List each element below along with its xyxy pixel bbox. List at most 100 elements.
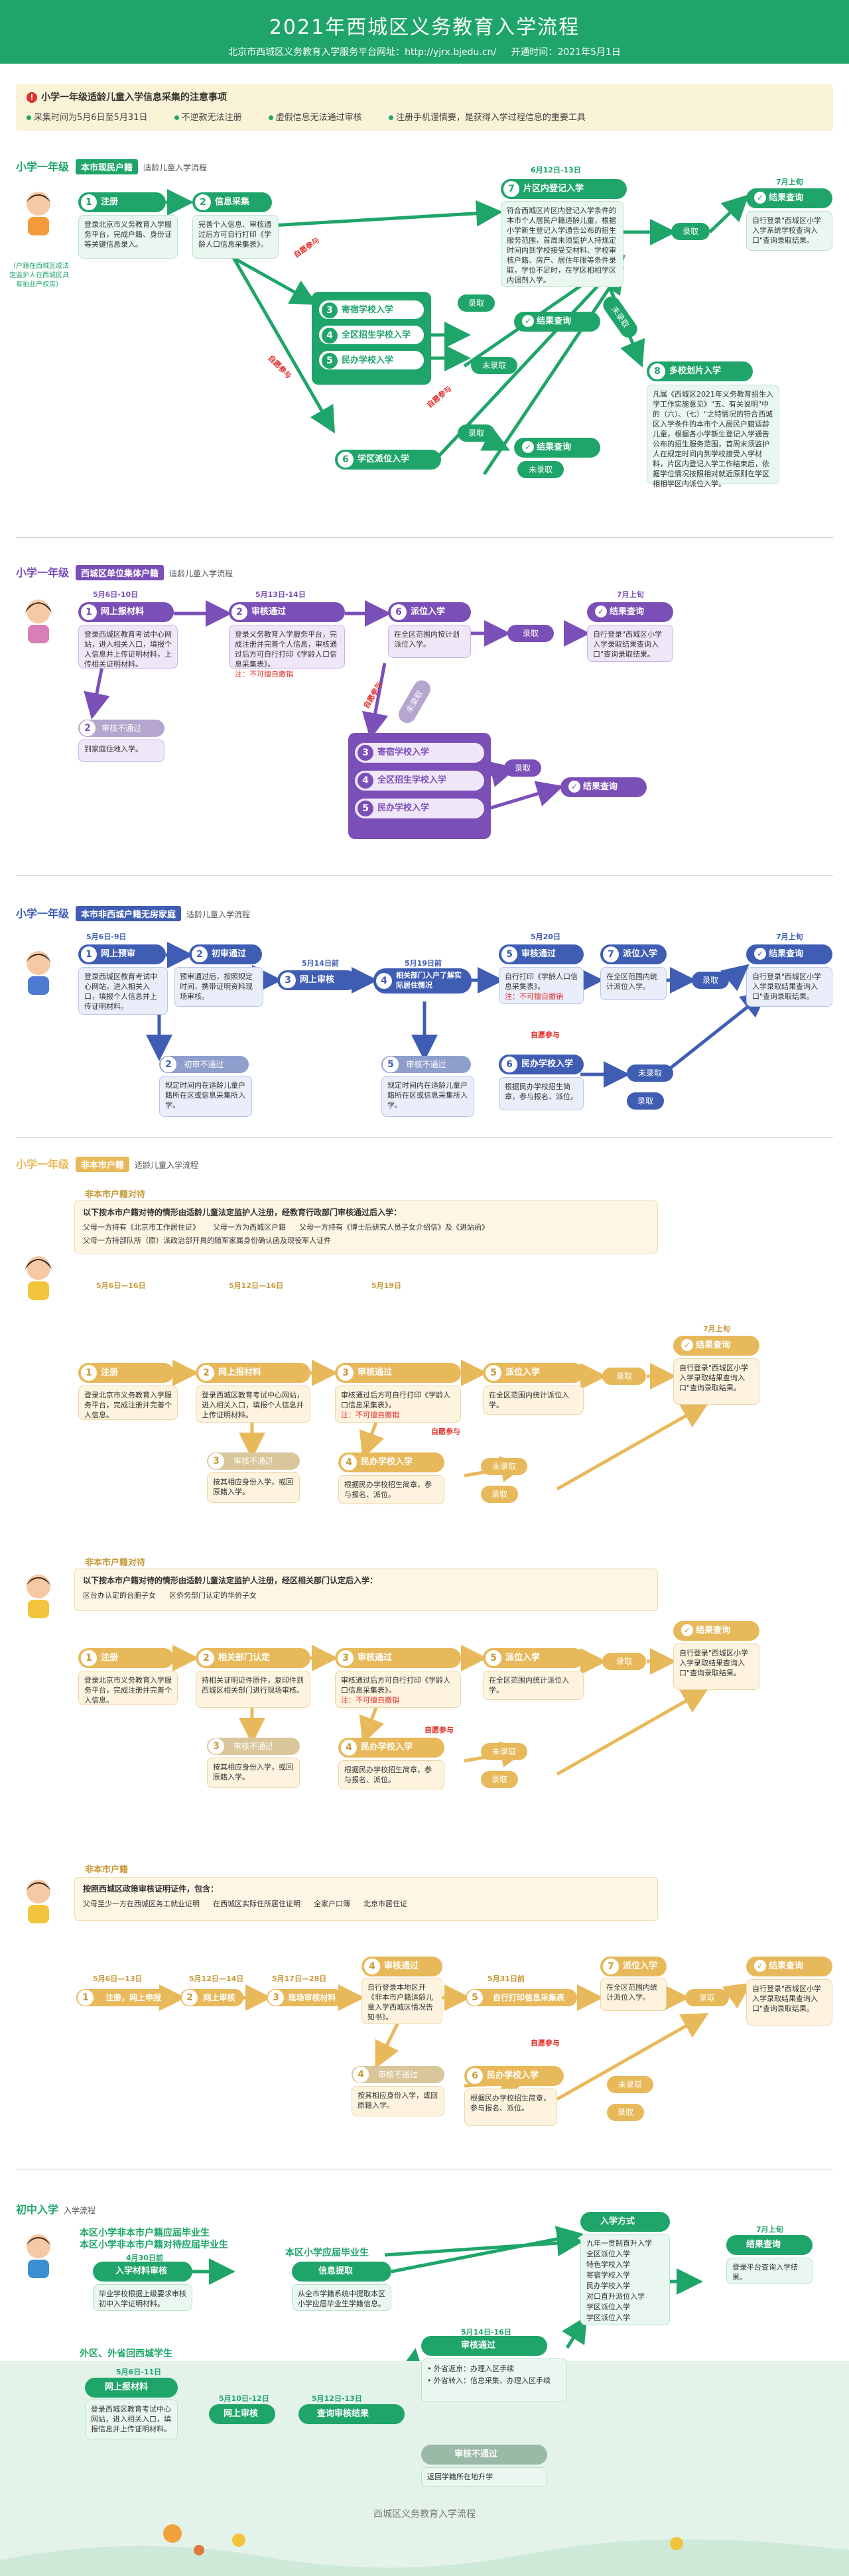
subsection-head: 非本市户籍对待	[85, 1558, 146, 1568]
step-private-desc: 根据民办学校招生简章，参与报名、派位。	[338, 1760, 444, 1789]
step-result-desc: 自行登录"西城区小学入学系统学校查询入口"查询录取结果。	[746, 211, 832, 251]
step-private-desc: 根据民办学校招生简章，参与报名、派位。	[499, 1077, 584, 1110]
step-register-desc: 登录北京市义务教育入学服务平台，完成户籍、身份证等关键信息录入。	[78, 215, 178, 259]
step-query: ✓结果查询	[514, 438, 600, 458]
child-avatar	[20, 189, 57, 237]
step-online-desc: 登录西城区教育考试中心网站，进入相关入口，填报个人信息并上传证明材料，上传相关证…	[78, 625, 178, 669]
voluntary-label: 自愿参与	[531, 1031, 560, 1039]
child-avatar	[20, 597, 57, 645]
child-avatar	[20, 2232, 57, 2280]
open-date: 2021年5月1日	[557, 47, 621, 58]
date-label: 7月上旬	[617, 590, 644, 599]
date-label: 4月30日前	[126, 2254, 163, 2262]
avatar-caption: （户籍在西城区或法定监护人在西城区具有拍业产权房）	[9, 263, 69, 289]
step-online-desc: 登录西城区教育考试中心网站，进入相关入口，填报个人信息并上传证明材料。	[78, 967, 168, 1015]
date-label: 7月上旬	[776, 933, 803, 941]
step-assign-desc: 在全区范围内统计派位入学。	[483, 1385, 584, 1415]
notice-item: 不逆款无法注册	[174, 113, 242, 123]
date-label: 5月6日—13日	[93, 1974, 143, 1983]
step-fail-desc: 按其相应身份入学，或回原籍入学。	[352, 2086, 444, 2116]
divider	[16, 537, 833, 538]
platform-url[interactable]: http://yjrx.bjedu.cn/	[405, 47, 497, 58]
admitted-pill: 录取	[671, 223, 710, 240]
step-fail-desc: 返回学籍所在地升学	[421, 2467, 547, 2487]
bullet-icon	[27, 115, 31, 120]
child-avatar	[20, 1572, 57, 1620]
not-admitted-pill: 未录取	[481, 1458, 527, 1475]
page-header: 2021年西城区义务教育入学流程 北京市西城区义务教育入学服务平台网址：http…	[0, 0, 849, 64]
date-label: 5月14日前	[302, 959, 339, 968]
section4-heading: 小学一年级非本市户籍适龄儿童入学流程	[16, 1157, 199, 1172]
check-icon: ✓	[522, 315, 534, 327]
date-label: 7月上旬	[776, 178, 803, 186]
step-fail2-desc: 规定时间内在适龄儿童户籍所在区或信息采集所入学。	[381, 1076, 474, 1117]
subsection-head: 非本市户籍对待	[85, 1190, 146, 1200]
step-register-desc: 登录北京市义务教育入学服务平台，完成注册并完善个人信息。	[78, 1671, 178, 1705]
date-label: 5月14日-16日	[461, 2328, 511, 2337]
step-result-desc: 自行登录"西城区小学入学录取结果查询入口"查询录取结果。	[746, 1979, 832, 2026]
step-fail-desc: 按其相应身份入学，或回原籍入学。	[207, 1758, 300, 1788]
date-label: 5月12日-13日	[312, 2394, 362, 2403]
step-result-desc: 自行登录"西城区小学入学录取结果查询入口"查询录取结果。	[746, 967, 832, 1007]
step-extract: 信息提取	[292, 2262, 391, 2282]
date-label: 7月上旬	[703, 1324, 730, 1333]
notice-panel: !小学一年级适龄儿童入学信息采集的注意事项 采集时间为5月6日至5月31日 不逆…	[16, 84, 833, 131]
bullet-icon	[268, 115, 273, 120]
admitted-pill: 录取	[507, 625, 554, 642]
admitted-pill: 录取	[504, 759, 541, 777]
not-admitted-pill: 未录取	[471, 357, 517, 374]
voluntary-label: 自愿参与	[531, 2039, 560, 2047]
admitted-pill: 录取	[627, 1092, 664, 1110]
divider	[16, 1137, 833, 1138]
step-result: 结果查询	[726, 2235, 813, 2255]
step-fail: 审核不通过	[421, 2445, 547, 2465]
date-label: 5月17日—28日	[272, 1974, 327, 1983]
voluntary-label: 自愿参与	[424, 1726, 454, 1734]
date-label: 7月上旬	[756, 2225, 783, 2234]
step-result-desc: 自行登录"西城区小学入学录取结果查询入口"查询录取结果。	[587, 625, 673, 662]
section2-heading: 小学一年级西城区单位集体户籍适龄儿童入学流程	[16, 565, 233, 580]
date-label: 5月13日-14日	[255, 590, 306, 599]
step-way: 入学方式	[580, 2212, 670, 2232]
step-fail-desc: 到家庭住地入学。	[78, 740, 164, 762]
step-private-desc: 根据民办学校招生简章，参与报名、派位。	[464, 2089, 557, 2126]
date-label: 5月6日—16日	[96, 1281, 146, 1290]
step-result-desc: 自行登录"西城区小学入学录取结果查询入口"查询录取结果。	[673, 1358, 759, 1405]
step-online: 网上报材料	[85, 2378, 178, 2398]
notice-item: 注册手机谨慎要，是获得入学过程信息的重要工具	[388, 113, 586, 123]
step-pass-desc: 自行登录本地区开《非本市户籍适龄儿童入学西城区情况告知书》。	[361, 1978, 442, 2024]
voluntary-label: 自愿参与	[431, 1427, 460, 1436]
group-label: 本区小学非本市户籍应届毕业生本区小学非本市户籍对待应届毕业生	[80, 2228, 228, 2250]
step-pass-desc: 自行打印《学龄人口信息采集表》。注：不可擅自撤销	[499, 967, 584, 1004]
not-admitted-pill: 未录取	[517, 461, 564, 478]
check-icon: ✓	[522, 441, 534, 453]
step-material: 入学材料审核	[93, 2262, 192, 2282]
step-online-desc: 登录西城区教育考试中心网站，进入相关入口，填报个人信息并上传证明材料。	[196, 1385, 310, 1423]
criteria-box: 按照西城区政策审核证明证件，包含： 父母至少一方在西城区务工就业证明在西城区实际…	[74, 1877, 658, 1921]
not-admitted-pill: 未录取	[627, 1064, 673, 1082]
child-avatar	[20, 1254, 57, 1301]
step-first-review-desc: 预审通过后，按照规定时间，携带证明资料现场审核。	[174, 967, 263, 1007]
step-result-desc: 自行登录"西城区小学入学录取结果查询入口"查询录取结果。	[673, 1643, 759, 1690]
step-online-review: 网上审核	[209, 2404, 275, 2424]
